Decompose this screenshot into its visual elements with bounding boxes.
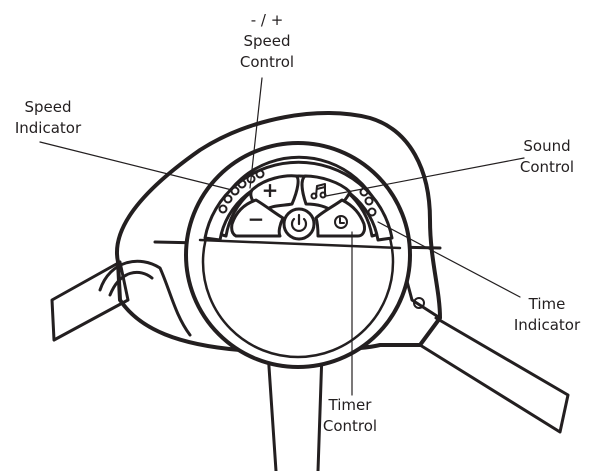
label-line: Indicator xyxy=(513,316,581,334)
label-line: Time xyxy=(528,295,566,313)
handle xyxy=(266,350,324,471)
left-arm xyxy=(50,260,130,342)
label-line: - / + xyxy=(250,11,284,29)
leader-lines xyxy=(39,77,525,396)
label-speed-indicator: Speed Indicator xyxy=(15,97,81,139)
power-icon xyxy=(290,213,308,232)
right-arm xyxy=(418,316,570,434)
label-line: Sound xyxy=(523,137,571,155)
body-shadow xyxy=(98,259,192,337)
label-line: Control xyxy=(322,417,378,435)
label-line: Speed xyxy=(24,98,72,116)
label-line: Indicator xyxy=(14,119,82,137)
plus-glyph: + xyxy=(261,178,279,202)
label-line: Timer xyxy=(328,396,372,414)
body-shadow-inner xyxy=(108,270,154,297)
panel-divider xyxy=(198,238,402,250)
minus-button[interactable] xyxy=(230,198,285,238)
label-sound-control: Sound Control xyxy=(520,136,574,178)
label-timer-control: Timer Control xyxy=(323,395,377,437)
label-line: Speed xyxy=(243,32,291,50)
screw-icon xyxy=(413,297,425,309)
time-indicator-dots xyxy=(359,187,377,217)
label-time-indicator: Time Indicator xyxy=(514,294,580,336)
label-line: Control xyxy=(239,53,295,71)
clock-icon xyxy=(334,215,348,229)
label-speed-control: - / + Speed Control xyxy=(240,10,294,73)
label-line: Control xyxy=(519,158,575,176)
music-note-icon xyxy=(310,183,327,200)
minus-glyph: − xyxy=(247,207,265,231)
